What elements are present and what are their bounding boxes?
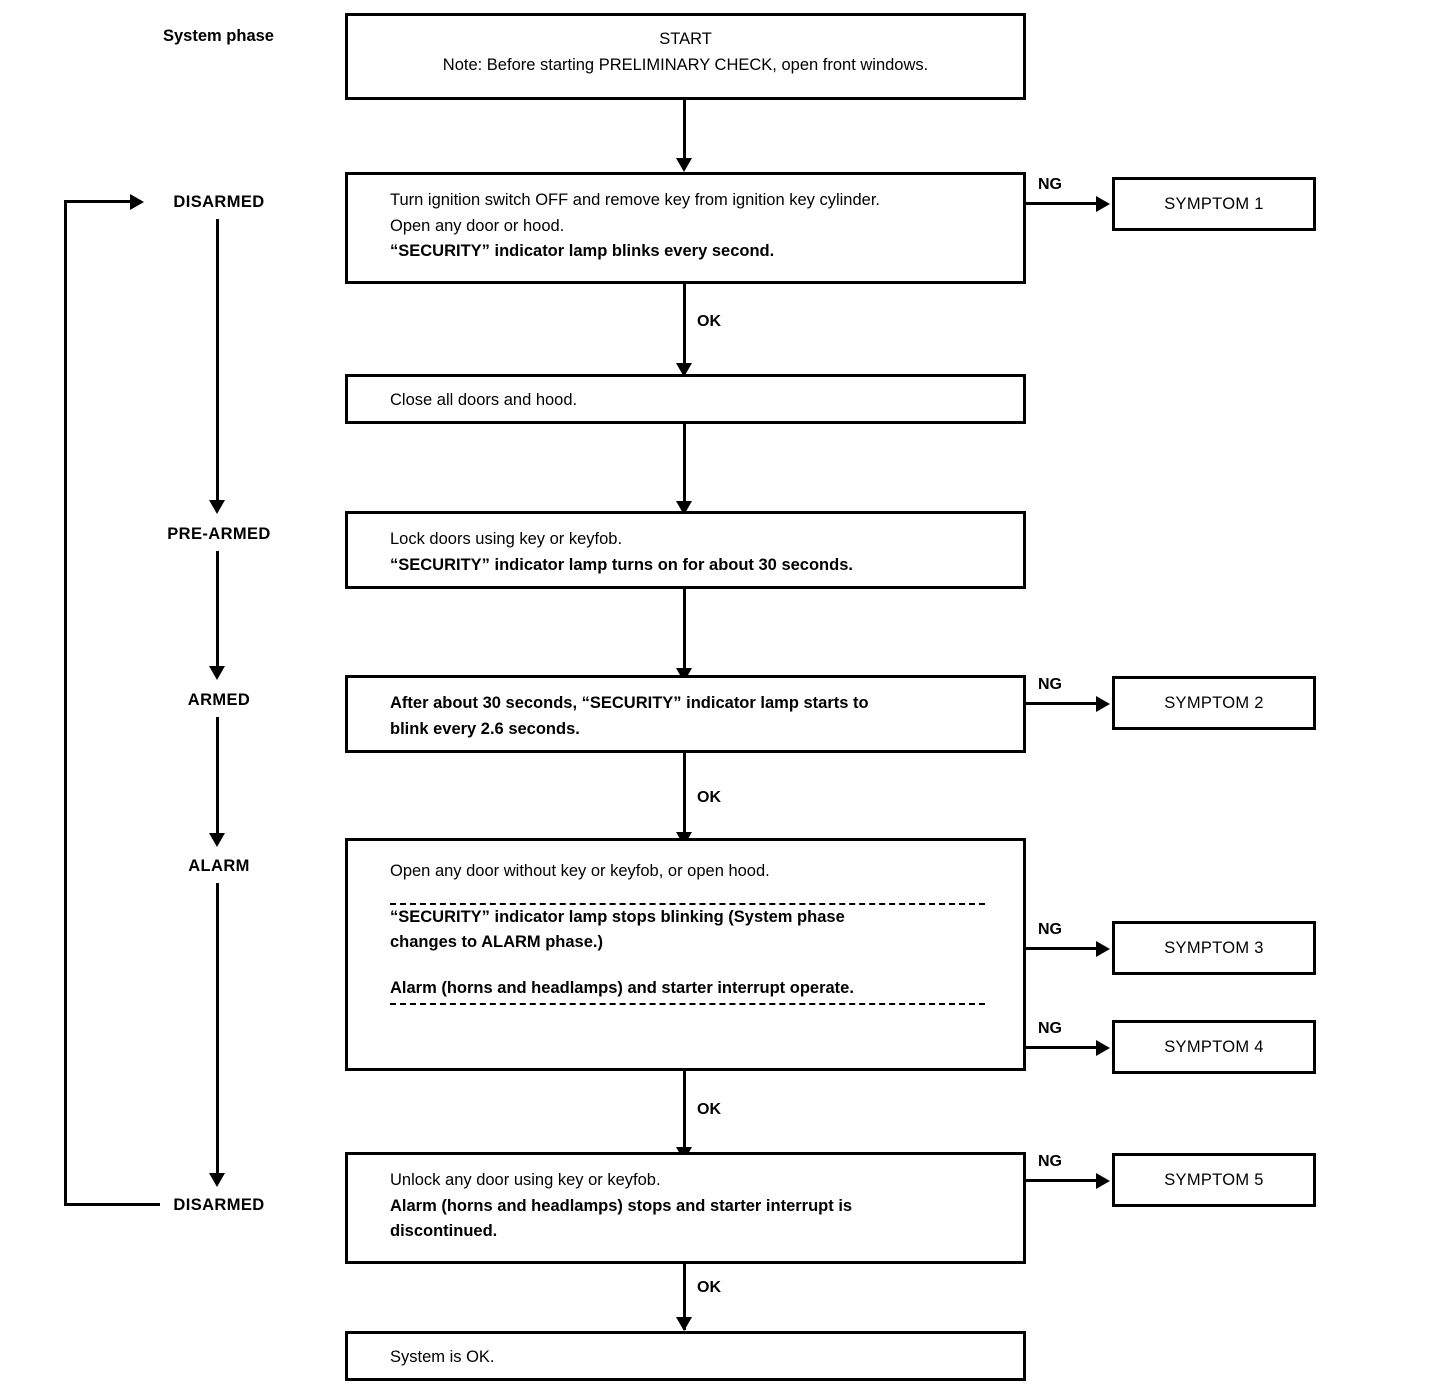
edge-label-ok-4: OK: [697, 1279, 721, 1296]
node-step2: Close all doors and hood.: [345, 374, 1026, 424]
arrowhead-step6-ng: [1096, 1173, 1110, 1189]
edge-label-ok-3: OK: [697, 1101, 721, 1118]
node-end-line-1: System is OK.: [390, 1348, 495, 1366]
phase-label-armed: ARMED: [187, 691, 251, 709]
connector-step5-ng-a: [1026, 947, 1098, 950]
edge-label-ok-1: OK: [697, 313, 721, 330]
edge-label-ok-2: OK: [697, 789, 721, 806]
connector-phase-disarmed-to-prearmed: [216, 219, 219, 507]
connector-feedback-top: [64, 200, 132, 203]
divider-step5-1: [390, 903, 985, 905]
arrowhead-step1-ng: [1096, 196, 1110, 212]
edge-label-ng-3: NG: [1038, 921, 1062, 938]
arrowhead-step5-ng-b: [1096, 1040, 1110, 1056]
connector-feedback-riser: [64, 200, 67, 1206]
symptom-3-box: SYMPTOM 3: [1112, 921, 1316, 975]
edge-label-ng-5: NG: [1038, 1153, 1062, 1170]
connector-step6-ng: [1026, 1179, 1098, 1182]
node-step3: Lock doors using key or keyfob. “SECURIT…: [345, 511, 1026, 589]
arrowhead-step5-ng-a: [1096, 941, 1110, 957]
symptom-5-label: SYMPTOM 5: [1164, 1170, 1264, 1189]
connector-phase-armed-to-alarm: [216, 717, 219, 840]
node-step5-s2-line-2: changes to ALARM phase.): [390, 933, 603, 952]
node-start-line-1: START: [659, 30, 712, 48]
divider-step5-2: [390, 1003, 985, 1005]
node-step3-line-2: “SECURITY” indicator lamp turns on for a…: [390, 555, 853, 574]
symptom-4-label: SYMPTOM 4: [1164, 1037, 1264, 1056]
node-step1-line-3: “SECURITY” indicator lamp blinks every s…: [390, 242, 775, 261]
node-step6-line-1: Unlock any door using key or keyfob.: [390, 1171, 661, 1189]
connector-step2-to-step3: [683, 424, 686, 506]
node-step2-line-1: Close all doors and hood.: [390, 391, 578, 409]
node-step1-line-1: Turn ignition switch OFF and remove key …: [390, 191, 880, 209]
phase-label-alarm: ALARM: [188, 857, 250, 875]
node-start-line-2: Note: Before starting PRELIMINARY CHECK,…: [442, 55, 929, 74]
connector-step5-ng-b: [1026, 1046, 1098, 1049]
connector-step1-to-step2: [683, 284, 686, 367]
arrowhead-phase-alarm-to-disarmed: [209, 1173, 225, 1187]
phase-label-disarmed-top: DISARMED: [173, 193, 265, 211]
connector-step4-to-step5: [683, 753, 686, 838]
symptom-1-label: SYMPTOM 1: [1164, 194, 1264, 213]
symptom-5-box: SYMPTOM 5: [1112, 1153, 1316, 1207]
node-step6-line-3: discontinued.: [390, 1222, 498, 1241]
connector-phase-alarm-to-disarmed: [216, 883, 219, 1180]
symptom-1-box: SYMPTOM 1: [1112, 177, 1316, 231]
arrowhead-step4-ng: [1096, 696, 1110, 712]
node-step4-line-1: After about 30 seconds, “SECURITY” indic…: [390, 694, 869, 712]
node-step1: Turn ignition switch OFF and remove key …: [345, 172, 1026, 284]
arrowhead-start-to-step1: [676, 158, 692, 172]
node-step4-line-2: blink every 2.6 seconds.: [390, 719, 580, 738]
connector-step4-ng: [1026, 702, 1098, 705]
node-step6: Unlock any door using key or keyfob. Ala…: [345, 1152, 1026, 1264]
connector-step5-to-step6: [683, 1071, 686, 1152]
connector-step1-ng: [1026, 202, 1098, 205]
symptom-4-box: SYMPTOM 4: [1112, 1020, 1316, 1074]
phase-label-pre-armed: PRE-ARMED: [167, 525, 271, 543]
connector-step3-to-step4: [683, 589, 686, 672]
connector-feedback-bottom: [64, 1203, 160, 1206]
node-step3-line-1: Lock doors using key or keyfob.: [390, 530, 623, 548]
edge-label-ng-2: NG: [1038, 676, 1062, 693]
symptom-2-box: SYMPTOM 2: [1112, 676, 1316, 730]
node-step5: Open any door without key or keyfob, or …: [345, 838, 1026, 1071]
connector-phase-prearmed-to-armed: [216, 551, 219, 673]
symptom-3-label: SYMPTOM 3: [1164, 938, 1264, 957]
node-start: START Note: Before starting PRELIMINARY …: [345, 13, 1026, 100]
node-step5-s3-line-1: Alarm (horns and headlamps) and starter …: [390, 978, 854, 997]
node-step6-line-2: Alarm (horns and headlamps) stops and st…: [390, 1196, 853, 1215]
phase-label-disarmed-bottom: DISARMED: [173, 1196, 265, 1214]
arrowhead-phase-prearmed-to-armed: [209, 666, 225, 680]
edge-label-ng-4: NG: [1038, 1020, 1062, 1037]
edge-label-ng-1: NG: [1038, 176, 1062, 193]
node-end: System is OK.: [345, 1331, 1026, 1381]
arrowhead-step6-to-end: [676, 1317, 692, 1331]
arrowhead-phase-armed-to-alarm: [209, 833, 225, 847]
system-phase-header: System phase: [163, 27, 274, 45]
arrowhead-phase-disarmed-to-prearmed: [209, 500, 225, 514]
node-step1-line-2: Open any door or hood.: [390, 216, 565, 235]
arrowhead-feedback-to-disarmed: [130, 194, 144, 210]
connector-start-to-step1: [683, 100, 686, 162]
node-step5-s1-line-1: Open any door without key or keyfob, or …: [390, 862, 770, 880]
symptom-2-label: SYMPTOM 2: [1164, 693, 1264, 712]
arrowhead-step1-to-step2: [676, 363, 692, 377]
connector-step6-to-end: [683, 1264, 686, 1330]
node-step5-s2-line-1: “SECURITY” indicator lamp stops blinking…: [390, 907, 845, 926]
node-step4: After about 30 seconds, “SECURITY” indic…: [345, 675, 1026, 753]
